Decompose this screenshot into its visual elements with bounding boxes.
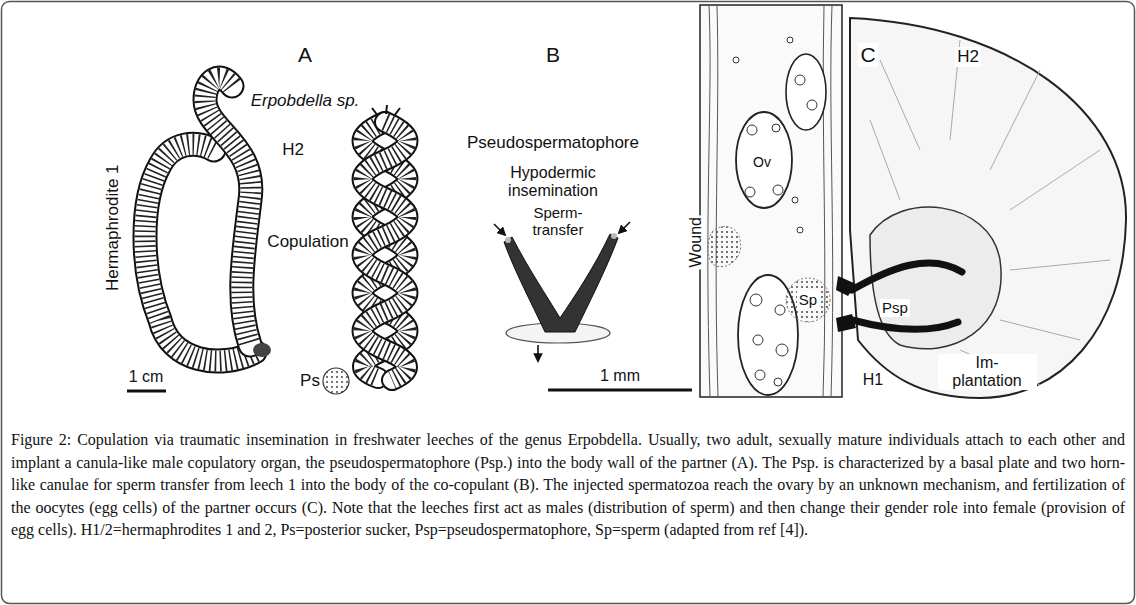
panel-heading: Pseudospermatophore — [465, 133, 641, 153]
posterior-sucker — [253, 343, 271, 357]
pseudospermatophore-drawing — [494, 222, 692, 390]
leech-segments — [205, 78, 251, 345]
panel-letter: B — [544, 43, 562, 67]
scale-bar — [127, 390, 166, 393]
implantation-section — [700, 5, 1126, 398]
leech-copulation-drawing — [127, 78, 408, 394]
wound — [708, 226, 741, 266]
part-label: Sperm- transfer — [520, 204, 596, 239]
pseudospermatophore-horn — [852, 320, 958, 329]
pseudospermatophore-horn — [852, 263, 962, 290]
panel-heading: Copulation — [265, 232, 350, 252]
leech-body — [205, 78, 251, 345]
arrow — [494, 224, 505, 235]
panel-subheading: Hypodermic insemination — [489, 164, 618, 201]
oocytes — [733, 37, 817, 386]
part-label: Im- plantation — [938, 354, 1037, 391]
posterior-sucker — [323, 368, 349, 394]
canula-tip — [505, 237, 511, 243]
leech-body-outline — [205, 78, 251, 345]
arrow — [619, 222, 630, 233]
partner-body-h2 — [850, 18, 1126, 398]
part-label: Psp — [880, 299, 910, 316]
arrow — [537, 345, 539, 361]
panel-letter: A — [296, 43, 314, 67]
part-label: Ov — [751, 154, 773, 170]
panel-letter: C — [858, 43, 877, 67]
muscle-fibres — [708, 5, 833, 397]
coiled-leech-outline — [363, 122, 408, 380]
sperm-mass — [786, 278, 830, 322]
scale-bar — [548, 389, 692, 392]
ovary — [736, 112, 792, 208]
part-label: Sp — [797, 291, 819, 308]
individual-label: H2 — [955, 47, 981, 67]
implant-tips — [836, 276, 856, 332]
body-wall-h1 — [700, 5, 842, 397]
coiled-leech-segments — [363, 122, 408, 380]
figure-caption: Figure 2: Copulation via traumatic insem… — [11, 429, 1125, 542]
canula-tip — [611, 233, 617, 239]
leech-head-tips — [372, 105, 400, 116]
individual-label: H1 — [861, 371, 885, 389]
part-label: Wound — [687, 215, 705, 269]
individual-label: Hermaphrodite 1 — [102, 163, 122, 294]
coiled-leech-body — [363, 122, 408, 380]
scale-label: 1 cm — [127, 368, 166, 386]
muscle-fibres — [870, 40, 1110, 385]
part-label: Ps — [298, 371, 322, 391]
individual-label: H2 — [280, 140, 306, 160]
canula-horns — [504, 234, 618, 332]
scale-label: 1 mm — [598, 367, 642, 385]
species-name: Erpobdella sp. — [249, 91, 362, 111]
ovary — [786, 54, 826, 130]
